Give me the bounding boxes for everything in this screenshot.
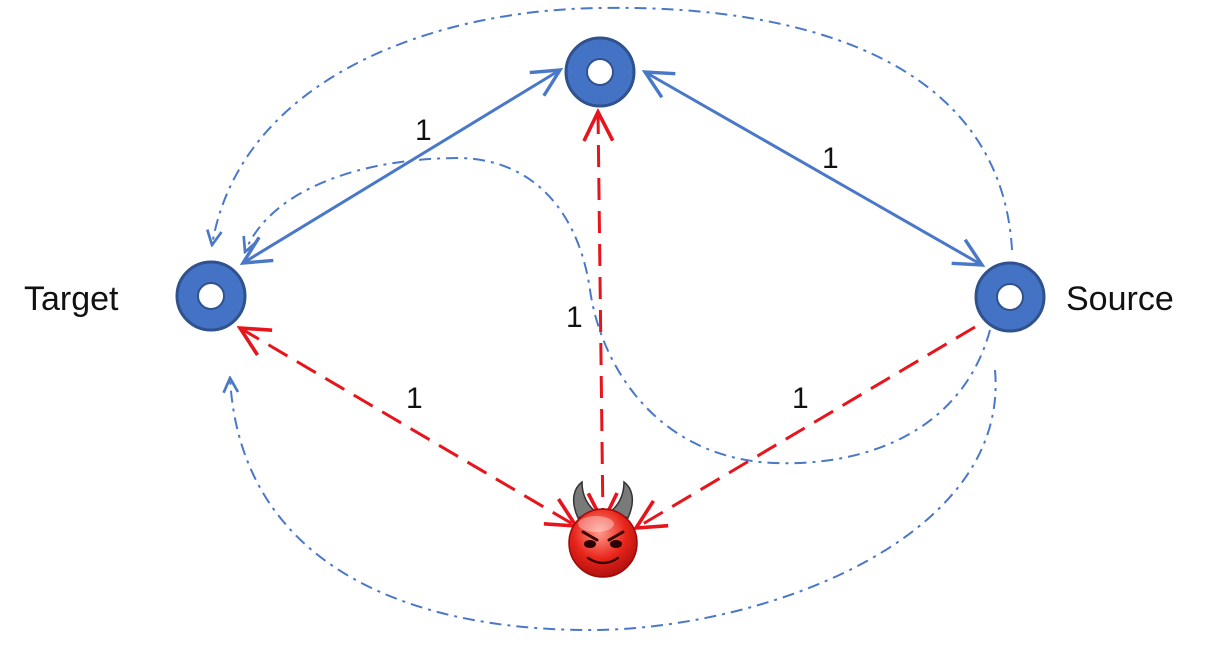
solid-links [243, 70, 982, 265]
link-target-attacker [240, 328, 576, 526]
edge-weight-top-attacker: 1 [566, 301, 583, 334]
devil-face-icon[interactable] [568, 480, 638, 578]
source-label: Source [1066, 280, 1174, 318]
node-target[interactable] [175, 260, 247, 332]
outer-bottom-arc [230, 369, 997, 632]
edge-weight-target-top: 1 [415, 114, 432, 147]
edge-weight-target-attacker: 1 [406, 382, 423, 415]
target-label: Target [24, 280, 119, 318]
node-source[interactable] [974, 261, 1046, 333]
link-source-attacker [636, 325, 976, 528]
link-top-source [645, 72, 982, 265]
node-top[interactable] [564, 36, 636, 108]
edge-weight-source-attacker: 1 [792, 382, 809, 415]
inner-loop-arc [245, 156, 991, 465]
edge-weight-top-source: 1 [822, 142, 839, 175]
link-target-top [243, 70, 560, 263]
attack-links [240, 112, 976, 528]
link-top-attacker [598, 112, 603, 522]
